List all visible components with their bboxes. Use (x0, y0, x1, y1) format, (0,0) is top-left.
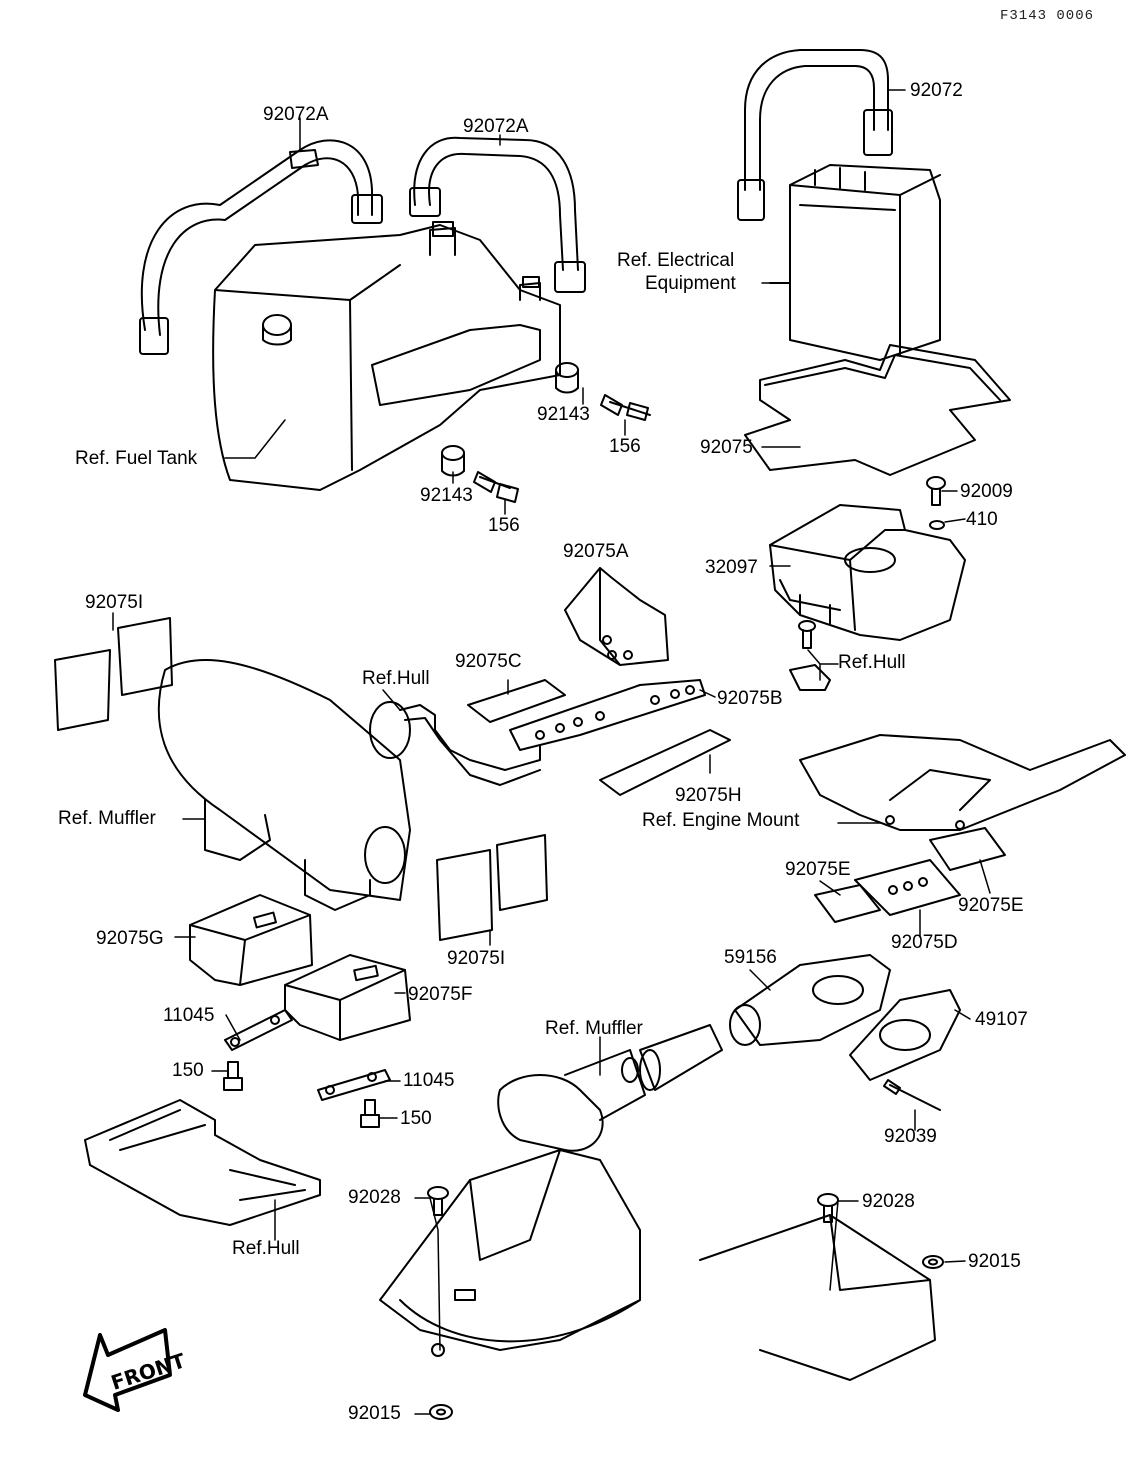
label-92075c: 92075C (455, 651, 522, 672)
label-ref-fuel-tank: Ref. Fuel Tank (75, 448, 198, 469)
pad-92075e-right (929, 827, 1006, 871)
leader-lines (112, 89, 991, 1415)
pad-92075d (854, 859, 961, 916)
nut-92015-bottom (429, 1404, 453, 1420)
label-92075b: 92075B (717, 688, 783, 709)
engine-mount-plate (799, 734, 1126, 831)
label-92015-bottom: 92015 (348, 1403, 401, 1424)
label-ref-muffler-left: Ref. Muffler (58, 808, 156, 829)
bolt-150-right (360, 1099, 380, 1128)
label-150-right: 150 (400, 1108, 432, 1129)
exhaust-hose (639, 1024, 723, 1091)
label-ref-hull-bottom: Ref.Hull (232, 1238, 300, 1259)
cover-49107 (849, 989, 961, 1081)
exhaust-elbow (497, 1049, 646, 1152)
label-156-lower: 156 (488, 515, 520, 536)
label-ref-electrical-1: Ref. Electrical (617, 250, 735, 271)
label-59156: 59156 (724, 947, 777, 968)
hull-battery-bracket (789, 620, 831, 691)
bracket-92075a (564, 567, 669, 666)
label-92009: 92009 (960, 481, 1013, 502)
rivet-92039 (883, 1079, 941, 1111)
pad-92075h (599, 729, 731, 796)
label-11045-left: 11045 (163, 1005, 215, 1026)
bolt-156-lower (473, 471, 519, 503)
plate-11045-left (224, 1009, 293, 1051)
washer-410 (929, 520, 945, 530)
label-ref-hull-battery: Ref.Hull (838, 652, 906, 673)
label-410: 410 (966, 509, 998, 530)
label-92075: 92075 (700, 437, 753, 458)
label-ref-muffler-center: Ref. Muffler (545, 1018, 643, 1039)
bolt-92028-left (427, 1186, 449, 1216)
label-92075g: 92075G (96, 928, 164, 949)
label-92075a: 92075A (563, 541, 629, 562)
battery-pad (744, 344, 1011, 476)
fuel-tank-strap-right (409, 136, 586, 293)
label-92143-lower: 92143 (420, 485, 473, 506)
hull-bracket-center (399, 704, 541, 786)
grommet-92143-lower (441, 445, 465, 477)
label-150-left: 150 (172, 1060, 204, 1081)
label-92028-right: 92028 (862, 1191, 915, 1212)
plate-92075b (509, 679, 706, 751)
block-92075g (189, 894, 313, 986)
front-arrow (83, 1328, 172, 1412)
label-92075e-left: 92075E (785, 859, 851, 880)
label-92075e-right: 92075E (958, 895, 1024, 916)
battery-case (769, 504, 966, 641)
label-32097: 32097 (705, 557, 758, 578)
battery (769, 164, 941, 361)
pad-92075e-left (814, 884, 881, 923)
outlet-59156 (729, 954, 891, 1046)
label-92015-right: 92015 (968, 1251, 1021, 1272)
battery-strap (737, 49, 893, 221)
label-92072a-right: 92072A (463, 116, 529, 137)
pad-92075i-upper (54, 617, 173, 731)
label-ref-electrical-2: Equipment (645, 273, 736, 294)
label-11045-right: 11045 (403, 1070, 455, 1091)
screw-92009 (926, 476, 946, 506)
hull-bottom (379, 1149, 936, 1381)
grommet-92143-upper (555, 362, 579, 394)
bolt-156-upper (600, 394, 651, 421)
bolt-150-left (223, 1061, 243, 1091)
label-92075i-lower: 92075I (447, 948, 506, 969)
label-92075f: 92075F (408, 984, 473, 1005)
label-ref-engine-mount: Ref. Engine Mount (642, 810, 800, 831)
hull-frame-left (84, 1099, 321, 1226)
fuel-tank-strap-left (139, 139, 383, 355)
nut-92015-right (922, 1255, 944, 1269)
label-92075i-upper: 92075I (85, 592, 144, 613)
bolt-92028-right (817, 1193, 839, 1223)
label-92072a-left: 92072A (263, 104, 329, 125)
fuel-tank (212, 221, 561, 491)
label-92039: 92039 (884, 1126, 937, 1147)
label-92028-left: 92028 (348, 1187, 401, 1208)
pad-92075i-lower (436, 834, 548, 941)
label-92075h: 92075H (675, 785, 742, 806)
label-49107: 49107 (975, 1009, 1028, 1030)
label-156-upper: 156 (609, 436, 641, 457)
label-92143-upper: 92143 (537, 404, 590, 425)
muffler-left (157, 659, 411, 911)
pad-92075c (467, 679, 566, 723)
plate-11045-right (317, 1069, 391, 1101)
label-ref-hull-bracket: Ref.Hull (362, 668, 430, 689)
label-92075d: 92075D (891, 932, 958, 953)
drawing-code: F3143 0006 (1000, 8, 1095, 24)
label-92072: 92072 (910, 80, 963, 101)
